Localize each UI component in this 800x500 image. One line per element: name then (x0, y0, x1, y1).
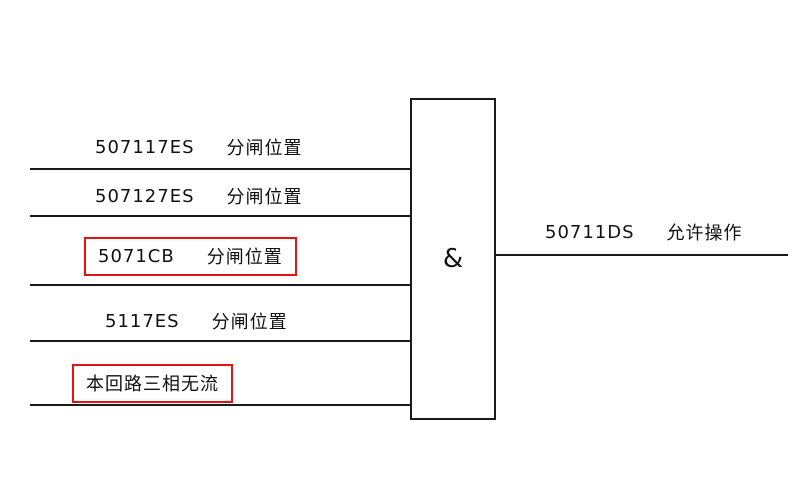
and-gate-symbol: & (442, 244, 464, 274)
signal-id: 5071CB (98, 245, 175, 267)
input-label-2: 507127ES 分闸位置 (95, 183, 303, 209)
signal-id: 50711DS (545, 221, 635, 243)
input-wire-4 (30, 340, 410, 342)
output-label: 50711DS 允许操作 (545, 219, 743, 245)
input-label-4: 5117ES 分闸位置 (105, 308, 288, 334)
input-wire-5 (30, 404, 410, 406)
signal-desc: 分闸位置 (211, 312, 288, 333)
signal-id: 5117ES (105, 310, 180, 332)
signal-id: 507127ES (95, 185, 195, 207)
input-wire-2 (30, 215, 410, 217)
signal-id: 507117ES (95, 136, 195, 158)
signal-desc: 允许操作 (666, 223, 743, 244)
signal-desc: 分闸位置 (226, 138, 303, 159)
signal-id: 本回路三相无流 (86, 374, 219, 395)
output-wire (496, 254, 788, 256)
signal-desc: 分闸位置 (206, 247, 283, 268)
input-label-3-highlight-box: 5071CB 分闸位置 (84, 237, 297, 276)
input-wire-1 (30, 168, 410, 170)
signal-desc: 分闸位置 (226, 187, 303, 208)
and-gate: & (410, 98, 496, 420)
input-label-1: 507117ES 分闸位置 (95, 134, 303, 160)
input-label-5-highlight-box: 本回路三相无流 (72, 364, 233, 403)
input-wire-3 (30, 284, 410, 286)
